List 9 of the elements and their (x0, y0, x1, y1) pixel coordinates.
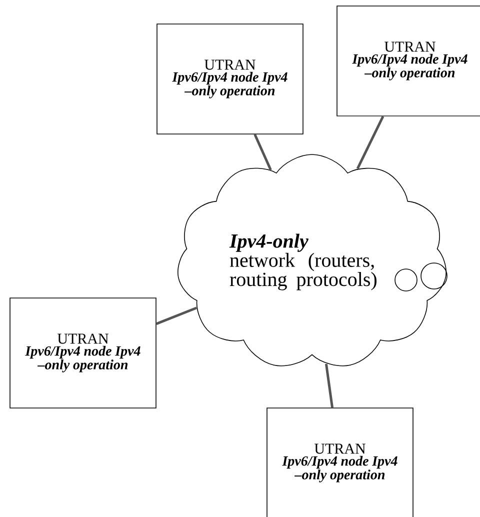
network-cloud: Ipv4-only network (routers, routing protocols) (178, 154, 446, 366)
connector-line (356, 116, 384, 170)
utran-box: UTRAN Ipv6/Ipv4 node Ipv4 –only operation (10, 298, 156, 408)
connector-line (254, 134, 272, 170)
connector-line (324, 364, 334, 408)
utran-box: UTRAN Ipv6/Ipv4 node Ipv4 –only operation (266, 408, 414, 517)
utran-box: UTRAN Ipv6/Ipv4 node Ipv4 –only operation (336, 6, 480, 116)
utran-box: UTRAN Ipv6/Ipv4 node Ipv4 –only operation (156, 24, 304, 134)
connector-line (156, 306, 198, 325)
